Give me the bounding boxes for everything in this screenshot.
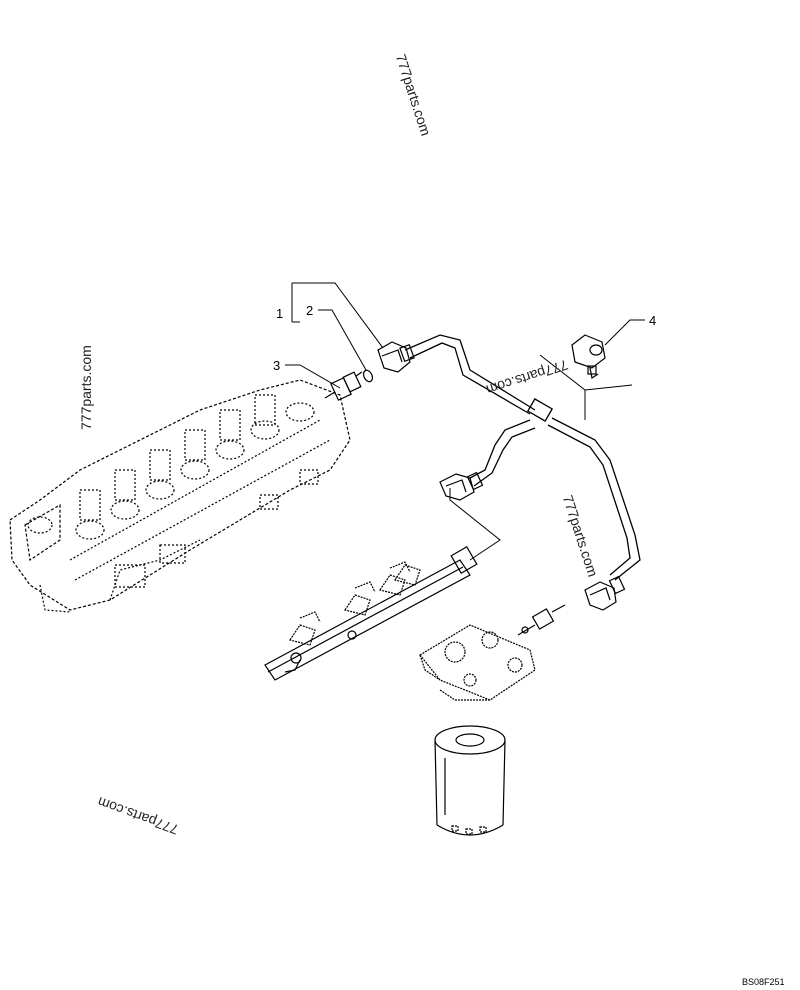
- callout-1: 1: [276, 306, 284, 321]
- connector-upper: [377, 341, 415, 373]
- fuel-line-harness: [404, 334, 641, 581]
- sensor-part-3: [324, 371, 363, 401]
- connector-injector: [439, 471, 484, 501]
- sensor-part-4: [571, 334, 606, 379]
- callout-leaders: [285, 282, 645, 561]
- filter-head: [419, 624, 536, 701]
- callout-4: 4: [649, 313, 657, 328]
- connector-right: [584, 575, 626, 611]
- cylinder-head-drawing: [9, 379, 351, 613]
- filter-sensor: [517, 604, 566, 636]
- callout-3: 3: [273, 358, 281, 373]
- drawing-code: BS08F251: [742, 977, 785, 987]
- callout-2: 2: [306, 303, 314, 318]
- fuel-rail: [264, 546, 478, 681]
- watermark-left: 777parts.com: [78, 345, 94, 430]
- filter-cartridge: [434, 725, 506, 836]
- o-ring-part-2: [362, 369, 374, 383]
